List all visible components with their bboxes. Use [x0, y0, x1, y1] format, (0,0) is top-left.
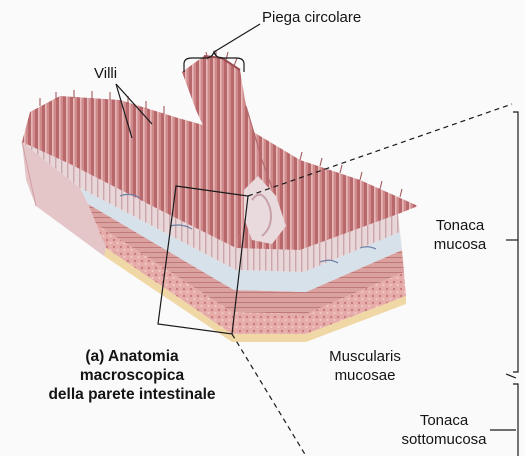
figure-caption: (a) Anatomia macroscopica della parete i… [14, 347, 250, 404]
caption-line2: macroscopica [14, 366, 250, 385]
fold-leader [214, 24, 260, 52]
label-piega-circolare: Piega circolare [262, 8, 361, 27]
caption-line3: della parete intestinale [14, 385, 250, 404]
mm-tick [506, 374, 516, 378]
caption-line1: (a) Anatomia [14, 347, 250, 366]
label-tonaca-mucosa-line1: Tonaca [418, 216, 502, 235]
label-muscularis-mucosae-line2: mucosae [316, 366, 414, 385]
label-tonaca-mucosa-line2: mucosa [418, 235, 502, 254]
label-tonaca-sottomucosa: Tonaca sottomucosa [396, 411, 492, 449]
label-tonaca-sottomucosa-line1: Tonaca [396, 411, 492, 430]
mucosa-bracket [513, 112, 518, 372]
label-villi: Villi [94, 64, 117, 83]
submucosa-bracket [513, 384, 518, 456]
label-muscularis-mucosae: Muscularis mucosae [316, 347, 414, 385]
label-muscularis-mucosae-line1: Muscularis [316, 347, 414, 366]
label-tonaca-mucosa: Tonaca mucosa [418, 216, 502, 254]
label-tonaca-sottomucosa-line2: sottomucosa [396, 430, 492, 449]
